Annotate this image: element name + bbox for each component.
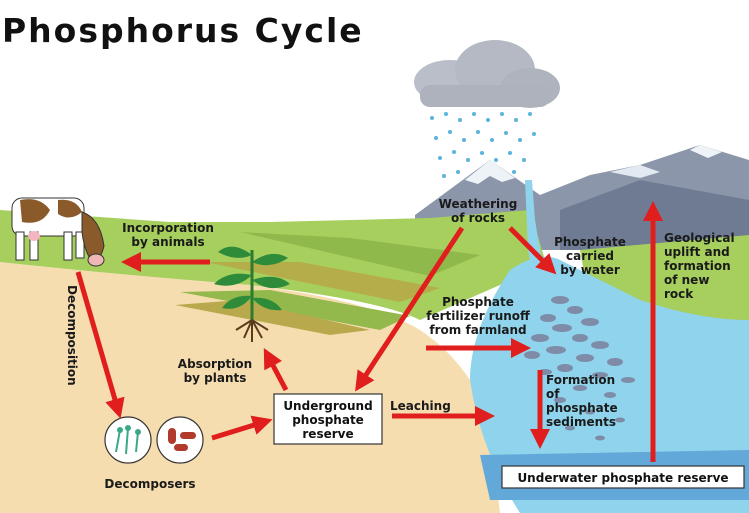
weathering-line1: Weathering: [439, 197, 518, 211]
rain-cloud-icon: [414, 40, 560, 108]
underground-reserve-box: [273, 393, 383, 445]
carried-line2: carried: [566, 249, 614, 263]
underground-reserve-line1: Underground: [283, 399, 372, 413]
decomposers-fungi-icon: [104, 416, 152, 464]
arrow-absorption: [263, 348, 289, 392]
fertilizer-line1: Phosphate: [442, 295, 514, 309]
decomposers-bacteria-icon: [156, 416, 204, 464]
fertilizer-line3: from farmland: [429, 323, 526, 337]
diagram-title: Phosphorus Cycle: [2, 11, 364, 50]
underwater-reserve-label: Underwater phosphate reserve: [517, 471, 728, 485]
arrow-weathering-reserve: [355, 226, 465, 392]
leaching-label: Leaching: [390, 399, 451, 413]
underground-reserve-line2: phosphate: [292, 413, 364, 427]
formation-line3: phosphate: [546, 401, 618, 415]
underwater-reserve-box: [501, 465, 745, 489]
phosphate-sediment-pile: [524, 296, 635, 441]
geological-line5: rock: [664, 287, 694, 301]
absorption-line1: Absorption: [178, 357, 252, 371]
formation-line2: of: [546, 387, 560, 401]
incorporation-line1: Incorporation: [122, 221, 214, 235]
weathering-line2: of rocks: [451, 211, 505, 225]
fertilizer-line2: fertilizer runoff: [426, 309, 530, 323]
absorption-line2: by plants: [184, 371, 247, 385]
geological-line4: of new: [664, 273, 709, 287]
geological-line3: formation: [664, 259, 731, 273]
arrow-decomposition: [75, 271, 125, 419]
carried-line3: by water: [560, 263, 620, 277]
formation-line1: Formation: [546, 373, 615, 387]
formation-line4: sediments: [546, 415, 616, 429]
cycle-arrows: [75, 201, 663, 462]
geological-line2: uplift and: [664, 245, 730, 259]
carried-line1: Phosphate: [554, 235, 626, 249]
arrow-weathering-water: [508, 226, 557, 275]
underground-reserve-line3: reserve: [302, 427, 353, 441]
incorporation-line2: by animals: [131, 235, 204, 249]
plant-icon: [214, 246, 290, 342]
geological-line1: Geological: [664, 231, 735, 245]
decomposition-label: Decomposition: [65, 285, 79, 386]
cow-icon: [11, 197, 105, 267]
arrow-to-reserve: [211, 415, 273, 441]
decomposers-label: Decomposers: [104, 477, 195, 491]
